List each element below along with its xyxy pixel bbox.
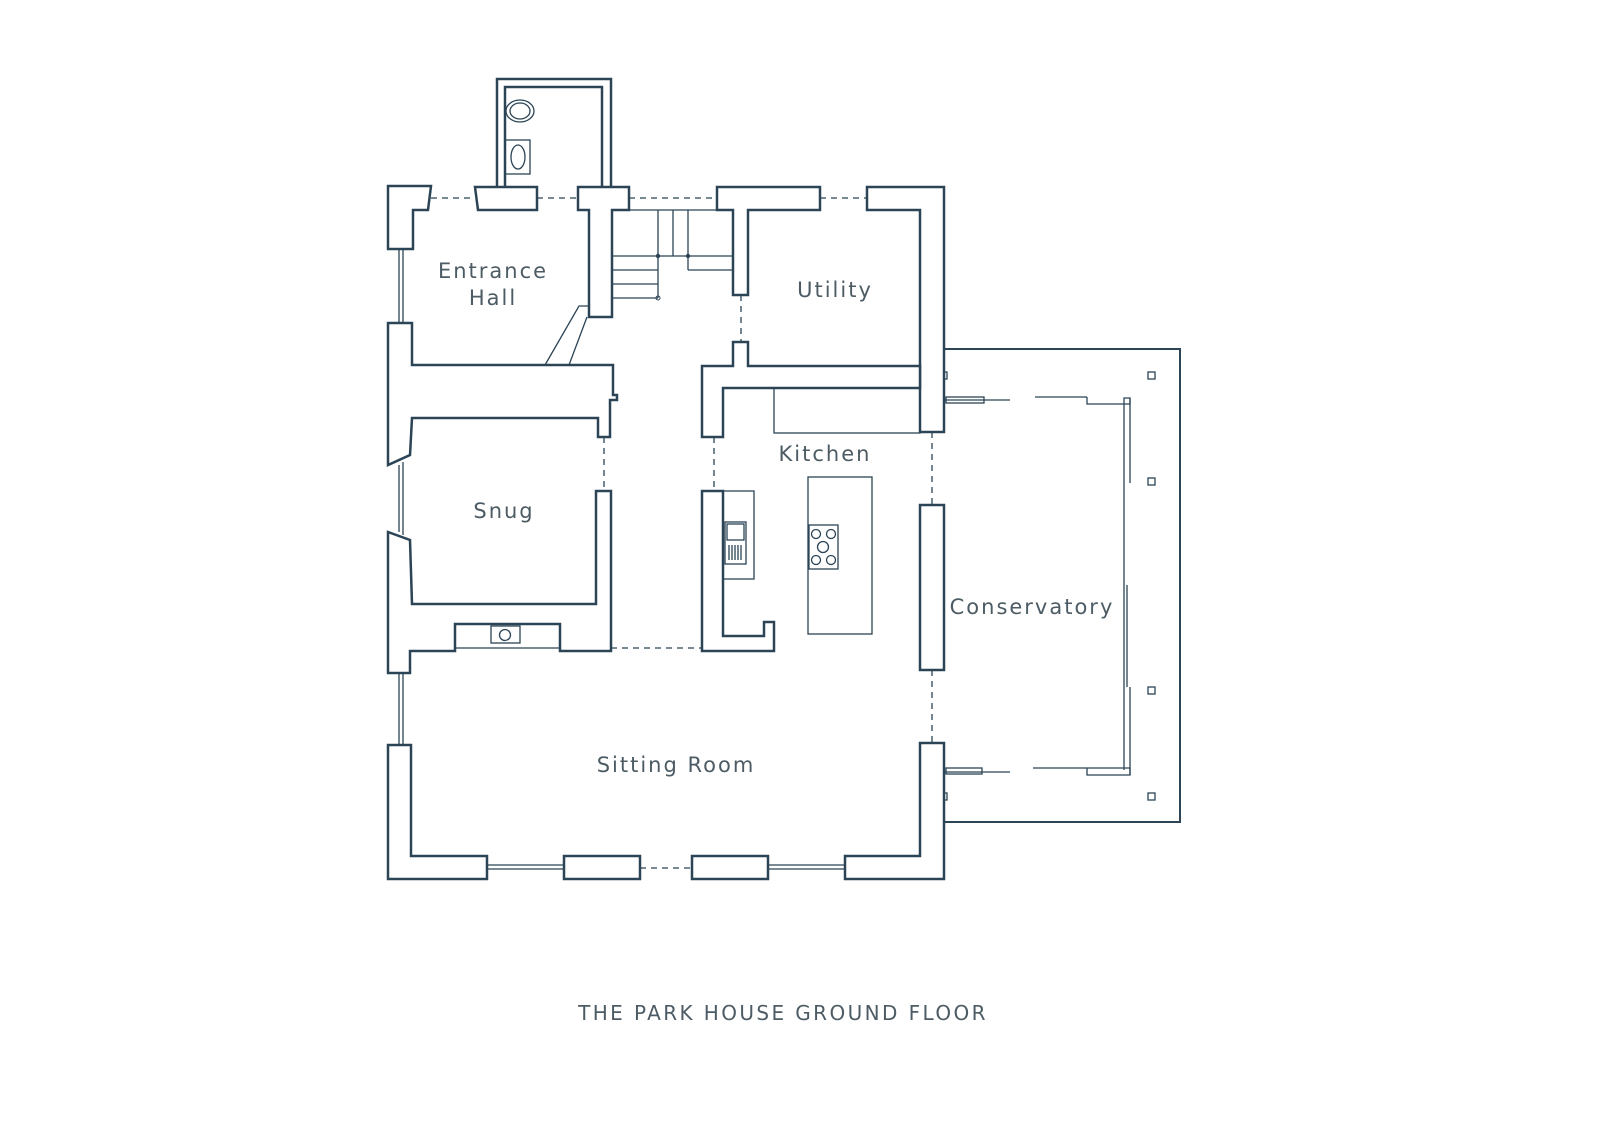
room-label-entrance-hall: Entrance Hall [437,259,549,310]
door-swing [544,305,589,366]
room-label-utility: Utility [797,278,873,302]
windows [398,249,845,870]
kitchen-units [722,387,921,635]
openings [431,197,933,869]
stairs [612,209,733,301]
room-label-sitting-room: Sitting Room [596,753,756,777]
wc [495,77,613,187]
walls [386,184,946,881]
room-label-kitchen: Kitchen [778,442,872,466]
conservatory-structure [943,348,1181,823]
room-label-conservatory: Conservatory [949,595,1115,619]
fireplace [455,625,560,649]
room-label-snug: Snug [473,499,535,523]
plan-title: THE PARK HOUSE GROUND FLOOR [578,1001,988,1025]
